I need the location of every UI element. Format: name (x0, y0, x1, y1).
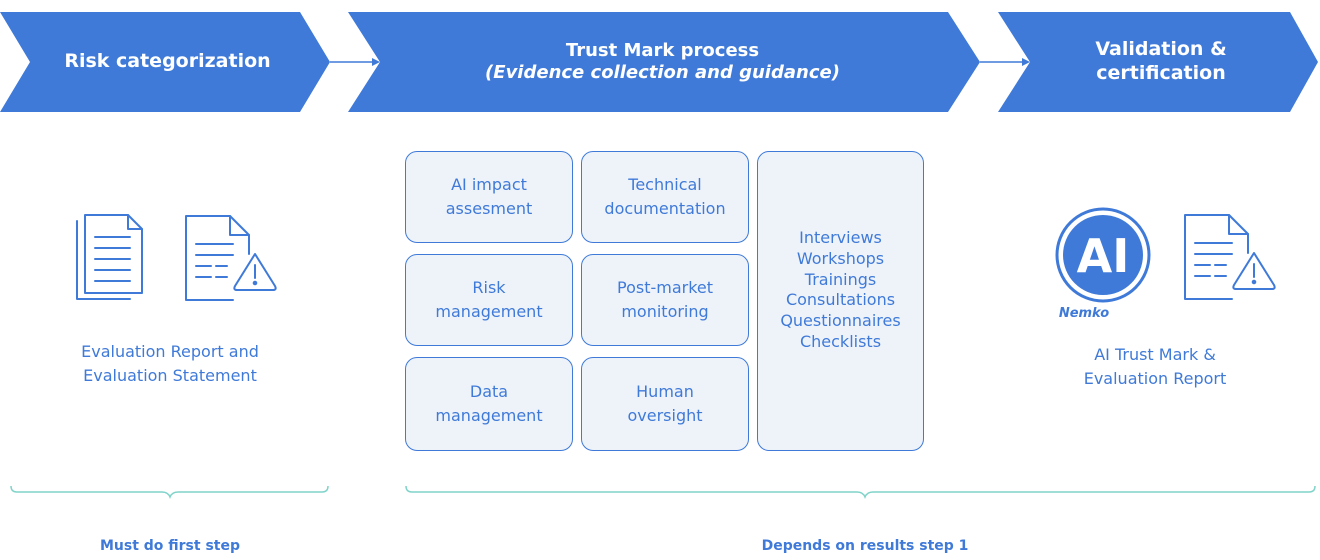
box-technical-line1: Technical (628, 175, 702, 194)
footer-right: Depends on results step 1 (761, 538, 969, 554)
box-human-oversight: Human oversight (581, 357, 749, 451)
activity-workshops: Workshops (796, 248, 885, 268)
stage-trust-label: Trust Mark process (Evidence collection … (380, 12, 945, 112)
logo-letters: AI (1077, 229, 1130, 283)
stage-risk-label: Risk categorization (30, 12, 305, 112)
box-ai-impact-line2: assesment (445, 199, 533, 218)
box-activities: Interviews Workshops Trainings Consultat… (757, 151, 924, 451)
box-risk-line2: management (435, 302, 543, 321)
box-risk-line1: Risk (472, 278, 506, 297)
activity-questionnaires: Questionnaires (780, 311, 901, 331)
right-caption-line1: AI Trust Mark & (1094, 345, 1216, 364)
box-technical-line2: documentation (604, 199, 726, 218)
bracket-right (405, 485, 1316, 500)
activity-trainings: Trainings (804, 269, 877, 289)
box-data-management: Data management (405, 357, 573, 451)
stage-validation-label: Validation & certification (1030, 12, 1292, 112)
brackets (10, 485, 1316, 500)
nemko-ai-logo: AI Nemko (1055, 207, 1151, 321)
box-post-market-line2: monitoring (621, 302, 709, 321)
stage-validation-line2: certification (1096, 62, 1226, 84)
left-caption-line2: Evaluation Statement (83, 366, 257, 385)
bracket-left (10, 485, 329, 500)
activity-checklists: Checklists (799, 331, 882, 351)
document-warning-icon (1184, 214, 1276, 300)
stage-validation-line1: Validation & (1095, 38, 1227, 61)
stage-risk-title: Risk categorization (64, 50, 271, 73)
stage-trust-subtitle: (Evidence collection and guidance) (485, 62, 840, 83)
logo-brand: Nemko (1059, 306, 1109, 321)
stage-trust-title: Trust Mark process (565, 39, 760, 61)
chevron-trust-mark-process (348, 12, 980, 112)
activity-interviews: Interviews (799, 228, 882, 247)
left-caption: Evaluation Report and Evaluation Stateme… (20, 340, 320, 388)
chevron-validation-certification (998, 12, 1318, 112)
document-warning-icon (185, 215, 277, 301)
box-risk-management: Risk management (405, 254, 573, 346)
box-human-line1: Human (636, 382, 694, 401)
process-chevrons (0, 12, 1318, 112)
activity-consultations: Consultations (785, 290, 896, 310)
box-post-market-line1: Post-market (616, 278, 714, 297)
footer-left: Must do first step (99, 538, 241, 554)
box-technical-documentation: Technical documentation (581, 151, 749, 243)
box-human-line2: oversight (627, 406, 703, 425)
right-caption-line2: Evaluation Report (1083, 369, 1227, 388)
box-ai-impact: AI impact assesment (405, 151, 573, 243)
box-post-market-monitoring: Post-market monitoring (581, 254, 749, 346)
left-caption-line1: Evaluation Report and (81, 342, 259, 361)
box-data-line1: Data (469, 382, 509, 401)
documents-icon (76, 214, 143, 300)
box-ai-impact-line1: AI impact (451, 175, 527, 194)
right-caption: AI Trust Mark & Evaluation Report (1015, 343, 1295, 391)
box-data-line2: management (435, 406, 543, 425)
arrow-connector-1 (330, 58, 380, 66)
chevron-risk-categorization (0, 12, 330, 112)
arrow-connector-2 (980, 58, 1030, 66)
